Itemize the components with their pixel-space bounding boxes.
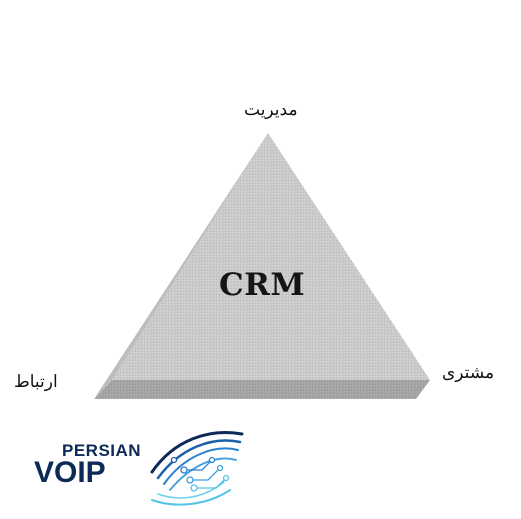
vertex-label-communication: ارتباط [14,372,58,392]
triangle-base-edge [94,380,430,399]
triangle-left-edge [94,133,268,399]
crm-label: CRM [219,267,306,303]
persian-voip-logo [150,431,244,506]
vertex-label-customer: مشتری [442,363,495,383]
triangle-face [112,133,430,380]
logo-text-persian: PERSIAN [62,441,142,460]
vertex-label-management: مدیریت [244,100,298,120]
logo-text-voip: VOIP [34,456,106,489]
